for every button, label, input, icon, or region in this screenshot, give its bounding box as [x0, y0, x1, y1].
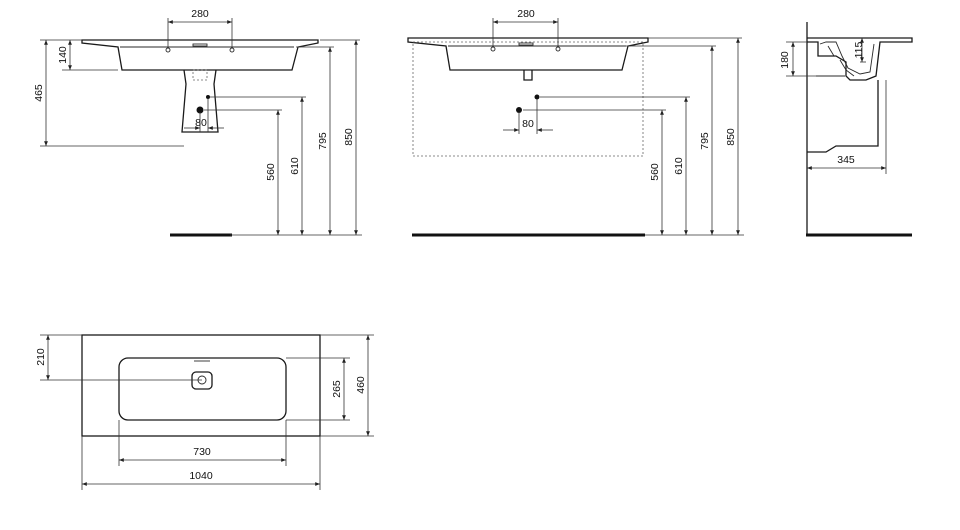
dim-label: 80: [195, 117, 207, 129]
tap-hole-right: [555, 46, 561, 52]
dim-label: 460: [355, 376, 367, 394]
dim-label: 560: [649, 163, 661, 181]
dim-label: 730: [193, 446, 211, 458]
dim-label: 795: [699, 132, 711, 150]
dim-label: 80: [522, 118, 534, 130]
waste-point: [196, 106, 204, 114]
dim-label: 850: [725, 128, 737, 146]
dim-label: 1040: [189, 470, 213, 482]
waste-trap: [523, 70, 533, 81]
tap-hole-left: [490, 46, 496, 52]
dim-label: 850: [343, 128, 355, 146]
plan-bowl: [118, 357, 287, 421]
cabinet-view: 280 80 560 610 795 850: [407, 8, 744, 237]
supply-point: [534, 94, 540, 100]
side-view: 180 115 345: [779, 22, 913, 237]
pedestal-profile: [807, 80, 879, 153]
dim-label: 280: [191, 8, 209, 20]
waste-outlet: [191, 371, 213, 390]
plan-outline: [81, 334, 321, 437]
front-view: 280 140 465 80 560 610 795 850: [33, 8, 362, 237]
front-basin-outline: [81, 39, 319, 71]
tap-hole-right: [229, 47, 235, 53]
plan-view: 210 265 460 730 1040: [35, 334, 374, 490]
dim-label: 280: [517, 8, 535, 20]
dim-label: 795: [317, 132, 329, 150]
dim-label: 610: [673, 157, 685, 175]
tap-hole-left: [165, 47, 171, 53]
dim-label: 180: [779, 51, 791, 69]
dim-label: 265: [331, 380, 343, 398]
dim-label: 465: [33, 84, 45, 102]
supply-point: [206, 95, 210, 99]
dim-label: 210: [35, 348, 47, 366]
dim-label: 560: [265, 163, 277, 181]
dim-label: 140: [57, 46, 69, 64]
basin-section: [807, 37, 913, 81]
dim-label: 345: [837, 154, 855, 166]
waste-point: [516, 107, 522, 113]
cabinet-outline: [412, 41, 644, 157]
cabinet-basin-outline: [407, 37, 649, 71]
dim-label: 115: [853, 41, 865, 58]
dim-label: 610: [289, 157, 301, 175]
